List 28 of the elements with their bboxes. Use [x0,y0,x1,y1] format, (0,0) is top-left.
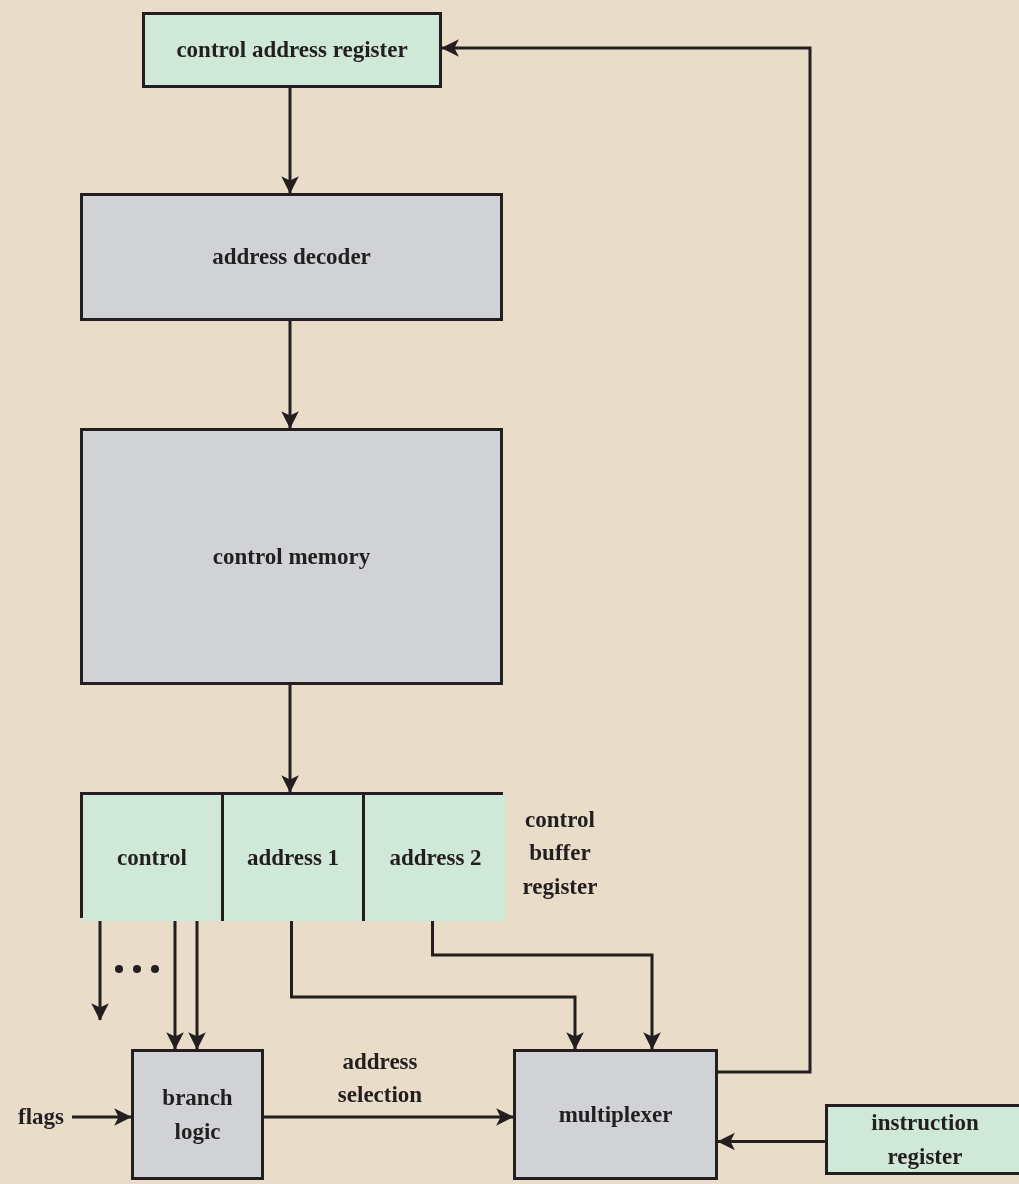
register-field [224,795,365,921]
node-label: control memory [211,542,372,571]
register-box [825,1104,1019,1175]
arrow [281,685,299,793]
node-label: control [116,844,188,873]
arrow [72,1108,132,1126]
register-box [513,1049,718,1180]
node-label: multiplexer [557,1100,674,1129]
node-label: branch logic [161,1084,234,1146]
register-caption: control buffer register [521,806,599,901]
arrow [441,39,812,1074]
node-label: address 2 [388,844,483,873]
arrow [281,321,299,429]
arrow [717,1132,825,1151]
node-label: flags [17,1103,65,1132]
register-box [142,12,442,88]
register-field [365,795,506,921]
node-label: instruction register [870,1109,980,1171]
register-box [80,428,503,685]
node-label: control address register [175,36,409,65]
arrow [281,88,299,194]
register-box [80,193,503,321]
register-field [83,795,224,921]
register-box [131,1049,264,1180]
arrow [264,1108,514,1126]
edge-label: address selection [336,1048,424,1110]
node-label: address 1 [245,844,341,873]
node-label: address decoder [211,243,372,272]
